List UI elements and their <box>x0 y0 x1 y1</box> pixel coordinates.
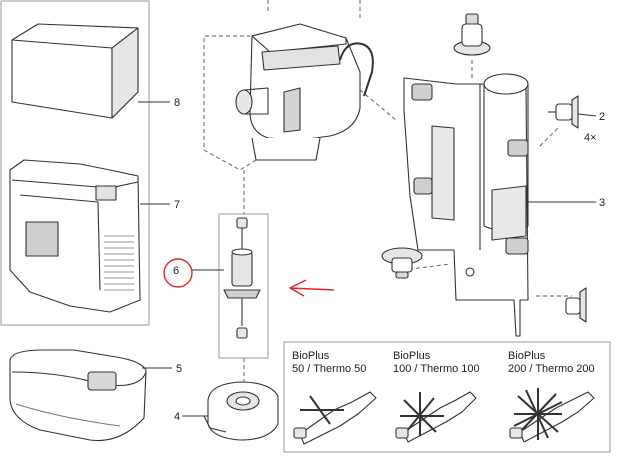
suction-cup-top <box>453 13 491 56</box>
suction-cup-left <box>381 247 423 279</box>
impeller-large-drawing <box>509 388 595 443</box>
callout-filter-chamber: 3 <box>599 197 606 209</box>
left-assembly-frame <box>0 0 150 326</box>
callout-suction-cup-qty: 4× <box>584 132 597 144</box>
callout-filter-basket: 7 <box>174 199 181 211</box>
callout-filter-sponge: 8 <box>174 97 181 109</box>
suction-cup-lower-right <box>565 287 587 323</box>
impeller-model: BioPlus <box>292 350 330 362</box>
annotation-circle <box>163 258 193 288</box>
impeller-size: 100 / Thermo 100 <box>393 363 480 375</box>
impeller-size: 200 / Thermo 200 <box>508 363 595 375</box>
annotation-arrow <box>289 279 335 297</box>
impeller-label-large: BioPlus 200 / Thermo 200 <box>508 350 595 376</box>
callout-suction-cup: 2 <box>599 111 606 123</box>
impeller-model: BioPlus <box>393 350 431 362</box>
filter-basket-part <box>9 159 141 313</box>
callout-impeller: 6 <box>173 265 180 277</box>
impeller-model: BioPlus <box>508 350 546 362</box>
filter-sponge-part <box>11 23 139 119</box>
impeller-small-drawing <box>293 391 377 445</box>
filter-chamber-part <box>403 73 529 337</box>
impeller-assembly-part <box>223 217 261 339</box>
impeller-medium-drawing <box>395 391 477 443</box>
impeller-panel-frame <box>218 213 269 359</box>
impeller-size: 50 / Thermo 50 <box>292 363 367 375</box>
base-cover-part <box>9 349 147 442</box>
callout-base-cover: 5 <box>176 363 183 375</box>
impeller-label-medium: BioPlus 100 / Thermo 100 <box>393 350 480 376</box>
impeller-label-small: BioPlus 50 / Thermo 50 <box>292 350 366 376</box>
suction-cup-upper-right <box>548 95 579 129</box>
pump-housing-part <box>203 381 279 441</box>
callout-pump-housing: 4 <box>174 411 181 423</box>
impeller-comparison-frame <box>283 341 611 453</box>
pump-head-part <box>235 23 374 161</box>
